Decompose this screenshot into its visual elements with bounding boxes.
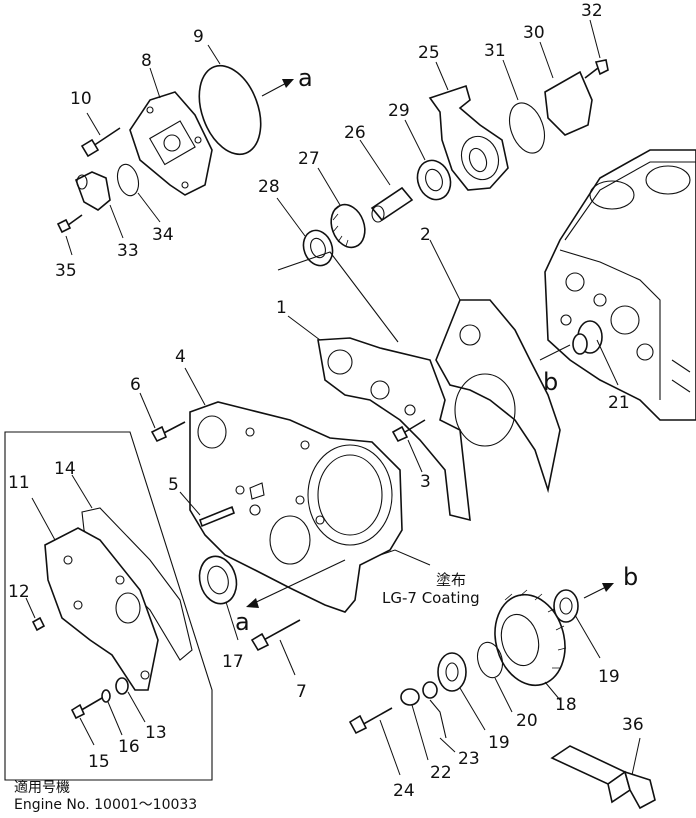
part-22-washer bbox=[400, 688, 429, 761]
part-35-bolt bbox=[56, 214, 83, 256]
part-15-bolt bbox=[70, 697, 103, 746]
callout-13: 13 bbox=[145, 723, 167, 743]
callout-17: 17 bbox=[222, 652, 244, 672]
callout-7: 7 bbox=[296, 682, 307, 702]
callout-8: 8 bbox=[141, 51, 152, 71]
part-24-bolt bbox=[348, 707, 401, 776]
part-2-gasket bbox=[429, 239, 561, 494]
coating-text: LG-7 Coating bbox=[382, 589, 480, 607]
callout-35: 35 bbox=[55, 261, 77, 281]
ref-b-right: b bbox=[623, 563, 638, 591]
callout-20: 20 bbox=[516, 711, 538, 731]
part-5-dowel bbox=[179, 491, 235, 528]
callout-29: 29 bbox=[388, 101, 410, 121]
part-28-bearing bbox=[276, 197, 334, 267]
callout-23: 23 bbox=[458, 749, 480, 769]
part-3-bolt bbox=[391, 419, 426, 473]
part-34-o-ring bbox=[116, 163, 161, 223]
part-32-bolt bbox=[584, 19, 609, 79]
part-21-stub-shaft bbox=[572, 320, 619, 386]
part-23-washer bbox=[422, 681, 456, 753]
part-20-snap-ring bbox=[476, 641, 513, 713]
callout-21: 21 bbox=[608, 393, 630, 413]
callout-27: 27 bbox=[298, 149, 320, 169]
callout-19b: 19 bbox=[488, 733, 510, 753]
part-17-oil-seal bbox=[198, 555, 346, 641]
part-18-idler-gear bbox=[494, 589, 567, 701]
part-25-housing bbox=[428, 61, 509, 191]
callout-4: 4 bbox=[175, 347, 186, 367]
part-36-tool bbox=[550, 737, 656, 810]
part-12-nut bbox=[25, 597, 46, 632]
part-16-washer bbox=[101, 689, 123, 736]
part-19-bearing-upper bbox=[553, 583, 614, 659]
part-19-bearing-lower bbox=[437, 652, 486, 731]
callout-6: 6 bbox=[130, 375, 141, 395]
engine-block bbox=[544, 149, 696, 421]
part-6-bolt bbox=[139, 392, 186, 443]
ref-a-bottom: a bbox=[235, 608, 250, 636]
part-13-washer bbox=[115, 677, 146, 723]
part-8-cover-plate bbox=[129, 67, 213, 196]
part-31-o-ring bbox=[502, 59, 546, 154]
callout-11: 11 bbox=[8, 473, 30, 493]
callout-31: 31 bbox=[484, 41, 506, 61]
callout-3: 3 bbox=[420, 472, 431, 492]
part-7-bolt bbox=[250, 619, 301, 676]
callout-16: 16 bbox=[118, 737, 140, 757]
block-b-arrow bbox=[539, 344, 571, 361]
footer-engine: Engine No. 10001～10033 bbox=[14, 797, 197, 813]
part-9-o-ring bbox=[198, 44, 294, 156]
callout-36: 36 bbox=[622, 715, 644, 735]
callout-10: 10 bbox=[70, 89, 92, 109]
box-frame bbox=[4, 431, 213, 781]
part-29-bearing bbox=[404, 119, 452, 201]
callout-26: 26 bbox=[344, 123, 366, 143]
callout-2: 2 bbox=[420, 225, 431, 245]
callout-24: 24 bbox=[393, 781, 415, 801]
ref-a-top: a bbox=[298, 64, 313, 92]
callout-9: 9 bbox=[193, 27, 204, 47]
callout-18: 18 bbox=[555, 695, 577, 715]
part-30-cover bbox=[539, 41, 593, 136]
part-27-gear bbox=[317, 167, 366, 249]
callout-1: 1 bbox=[276, 298, 287, 318]
callout-25: 25 bbox=[418, 43, 440, 63]
callout-22: 22 bbox=[430, 763, 452, 783]
part-33-elbow bbox=[75, 171, 124, 239]
coating-leader bbox=[379, 549, 431, 566]
coating-jp: 塗布 bbox=[436, 571, 466, 589]
reference-letters: a a b b bbox=[235, 64, 638, 636]
callout-33: 33 bbox=[117, 241, 139, 261]
callout-34: 34 bbox=[152, 225, 174, 245]
part-1-gasket bbox=[277, 251, 471, 522]
callout-30: 30 bbox=[523, 23, 545, 43]
callout-15: 15 bbox=[88, 752, 110, 772]
callout-labels: 1 2 3 4 5 6 7 8 9 10 11 12 13 14 15 16 1… bbox=[8, 1, 644, 801]
callout-28: 28 bbox=[258, 177, 280, 197]
part-26-shaft bbox=[359, 139, 414, 223]
ref-b-block: b bbox=[543, 368, 558, 396]
part-10-bolt bbox=[80, 112, 121, 158]
callout-12: 12 bbox=[8, 582, 30, 602]
callout-14: 14 bbox=[54, 459, 76, 479]
part-11-plate bbox=[31, 497, 159, 691]
callout-32: 32 bbox=[581, 1, 603, 21]
footer-jp: 適用号機 bbox=[14, 779, 70, 796]
part-4-front-cover bbox=[184, 367, 403, 613]
callout-19a: 19 bbox=[598, 667, 620, 687]
callout-5: 5 bbox=[168, 475, 179, 495]
